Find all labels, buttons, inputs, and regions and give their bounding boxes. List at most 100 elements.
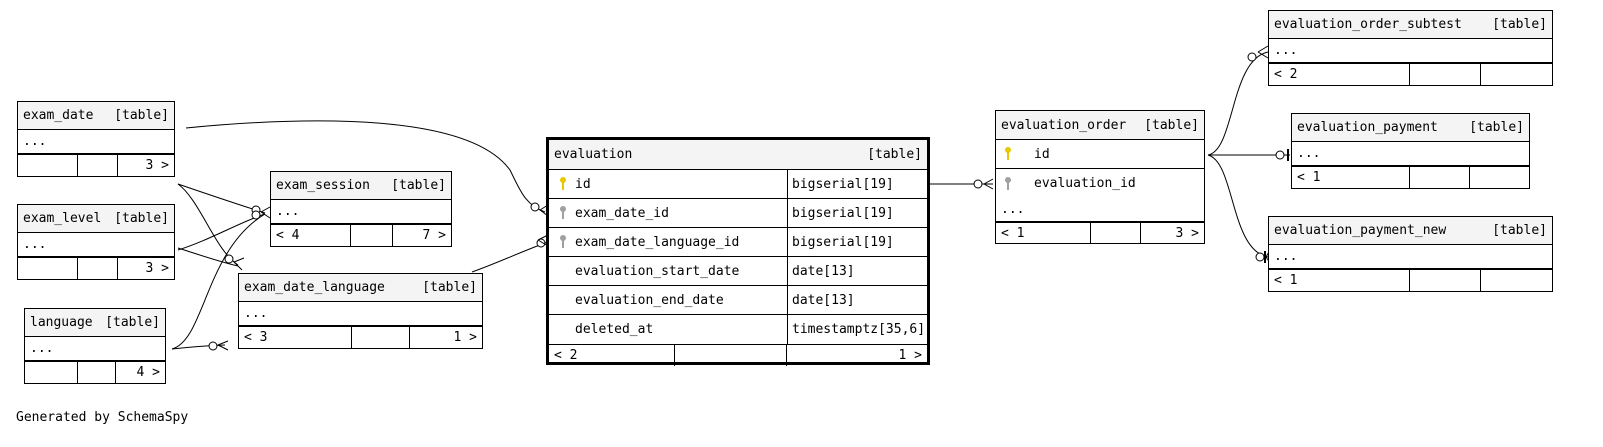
ellipsis-text: ... [1274,43,1298,58]
table-name: exam_session [276,178,370,193]
column-type: bigserial[19] [792,234,894,250]
footer-parents: < 3 [239,327,352,348]
column-name: exam_date_language_id [575,234,740,250]
column-name: id [575,176,591,192]
footer-children: 3 > [145,261,169,276]
footer-parents: < 1 [1292,167,1410,188]
columns-collapsed: ... [1292,142,1529,166]
table-header: evaluation_payment_new [table] [1269,217,1552,245]
table-header: exam_date_language [table] [239,274,482,302]
table-footer: < 1 [1269,269,1552,291]
footer-rows [352,327,410,348]
table-name: exam_date_language [244,280,385,295]
ellipsis-text: ... [276,204,300,219]
table-footer: < 2 [1269,63,1552,85]
table-footer: 4 > [25,361,165,383]
table-name: evaluation_order [1001,117,1127,133]
table-footer: < 4 7 > [271,224,451,246]
table-exam-date[interactable]: exam_date [table] ... 3 > [17,101,175,177]
column-row: evaluation_id [996,169,1204,198]
table-tag: [table] [1492,223,1547,238]
column-name: deleted_at [575,322,654,337]
table-name: exam_date [23,108,94,123]
edge-exam-date-language-evaluation [471,241,549,273]
footer-rows [78,258,118,279]
footer-parents: < 2 [1269,64,1410,85]
table-evaluation-order-subtest[interactable]: evaluation_order_subtest [table] ... < 2 [1268,10,1553,86]
table-tag: [table] [1144,117,1199,133]
footer-rows [1410,167,1470,188]
footer-parents [25,362,78,383]
table-name: evaluation [554,147,633,162]
table-header: exam_date [table] [18,102,174,130]
table-language[interactable]: language [table] ... 4 > [24,308,166,384]
table-tag: [table] [422,280,477,295]
columns-collapsed: ... [996,198,1204,222]
footer-rows [675,345,787,366]
edge-order-payment-new [1207,154,1269,258]
ellipsis-text: ... [1297,146,1321,161]
column-type: bigserial[19] [792,205,894,221]
primary-key-icon [1002,146,1016,162]
column-type: date[13] [792,263,855,279]
edge-exam-date-evaluation [185,120,546,213]
table-footer: < 1 3 > [996,222,1204,244]
table-evaluation-payment-new[interactable]: evaluation_payment_new [table] ... < 1 [1268,216,1553,292]
table-tag: [table] [1469,120,1524,135]
table-exam-date-language[interactable]: exam_date_language [table] ... < 3 1 > [238,273,483,349]
footer-rows [78,155,118,176]
column-name: id [1034,146,1050,162]
columns-collapsed: ... [1269,39,1552,63]
footer-children [1481,270,1552,291]
table-name: evaluation_payment [1297,120,1438,135]
columns-collapsed: ... [271,200,451,224]
footer-parents: < 1 [996,223,1091,244]
table-tag: [table] [114,108,169,123]
column-name: exam_date_id [575,205,669,221]
table-header: evaluation [table] [549,140,927,170]
columns-collapsed: ... [25,337,165,361]
footer-parents: < 4 [271,225,351,246]
table-header: exam_session [table] [271,172,451,200]
ellipsis-text: ... [30,341,54,356]
footer-parents [18,155,78,176]
column-name: evaluation_end_date [575,292,724,308]
table-name: evaluation_payment_new [1274,223,1447,238]
ellipsis-text: ... [244,306,268,321]
edge-exam-date-exam-date-language [177,183,239,266]
table-footer: 3 > [18,257,174,279]
primary-key-icon [557,176,571,192]
no-key-spacer [557,263,571,279]
ellipsis-text: ... [23,134,47,149]
column-row: id [996,140,1204,169]
footer-parents: < 1 [1269,270,1410,291]
table-exam-level[interactable]: exam_level [table] ... 3 > [17,204,175,280]
table-footer: < 1 [1292,166,1529,188]
footer-rows [78,362,116,383]
footer-children: 7 > [422,228,446,243]
columns-collapsed: ... [18,130,174,154]
footer-parents [18,258,78,279]
table-exam-session[interactable]: exam_session [table] ... < 4 7 > [270,171,452,247]
table-footer: < 3 1 > [239,326,482,348]
footer-children: 3 > [145,158,169,173]
table-name: evaluation_order_subtest [1274,17,1462,32]
footer-children [1481,64,1552,85]
column-row: exam_date_id bigserial[19] [549,199,927,228]
table-tag: [table] [1492,17,1547,32]
ellipsis-text: ... [1001,202,1025,217]
table-evaluation-order[interactable]: evaluation_order [table] id evaluation_id… [995,110,1205,244]
table-tag: [table] [105,315,160,330]
footer-children: 1 > [898,348,922,363]
table-tag: [table] [867,147,922,162]
table-evaluation-payment[interactable]: evaluation_payment [table] ... < 1 [1291,113,1530,189]
ellipsis-text: ... [1274,249,1298,264]
edge-exam-level-exam-session [177,213,266,251]
